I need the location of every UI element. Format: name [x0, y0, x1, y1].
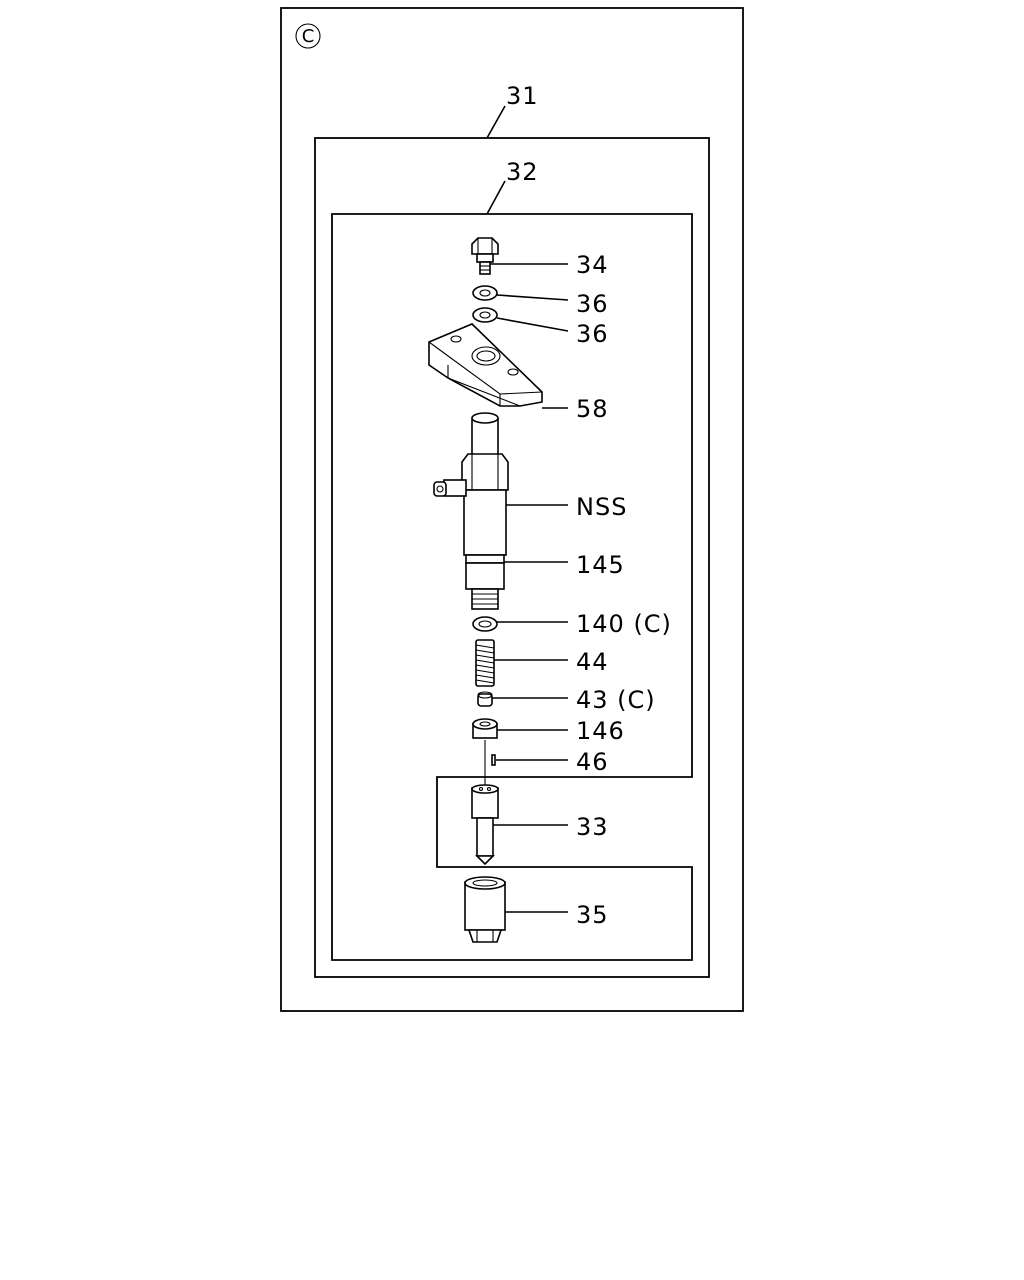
callout-140: 140 (C) — [576, 610, 672, 638]
callout-33: 33 — [576, 813, 609, 841]
leader-32 — [486, 180, 506, 215]
callout-43: 43 (C) — [576, 686, 656, 714]
callout-36-upper: 36 — [576, 290, 609, 318]
callout-146: 146 — [576, 717, 625, 745]
washer-lower-part — [472, 307, 498, 323]
callout-nss: NSS — [576, 493, 627, 521]
callout-44: 44 — [576, 648, 609, 676]
callout-32: 32 — [506, 158, 539, 186]
clamp-plate-part — [428, 323, 543, 407]
callout-31: 31 — [506, 82, 539, 110]
leader-36-upper — [496, 294, 569, 301]
callout-145: 145 — [576, 551, 625, 579]
leader-36-lower — [496, 317, 569, 332]
corner-mark: C — [295, 23, 321, 49]
assembly-31-frame — [314, 137, 710, 978]
assembly-32-frame — [331, 213, 693, 961]
callout-34: 34 — [576, 251, 609, 279]
spring-part — [475, 639, 495, 687]
outer-frame — [280, 7, 744, 1012]
callout-58: 58 — [576, 395, 609, 423]
dowel-pin-part — [491, 754, 496, 766]
nozzle-part — [471, 784, 499, 866]
inlet-fitting-part — [433, 479, 467, 497]
washer-upper-part — [472, 285, 498, 301]
callout-35: 35 — [576, 901, 609, 929]
injector-body-part — [461, 412, 509, 610]
callout-46: 46 — [576, 748, 609, 776]
leader-31 — [486, 105, 506, 139]
pin-part — [477, 691, 493, 707]
corner-mark-label: C — [302, 26, 315, 47]
retaining-nut-part — [464, 876, 506, 943]
seal-ring-part — [472, 616, 498, 632]
callout-36-lower: 36 — [576, 320, 609, 348]
spacer-part — [472, 718, 498, 739]
bolt-part — [471, 237, 499, 275]
